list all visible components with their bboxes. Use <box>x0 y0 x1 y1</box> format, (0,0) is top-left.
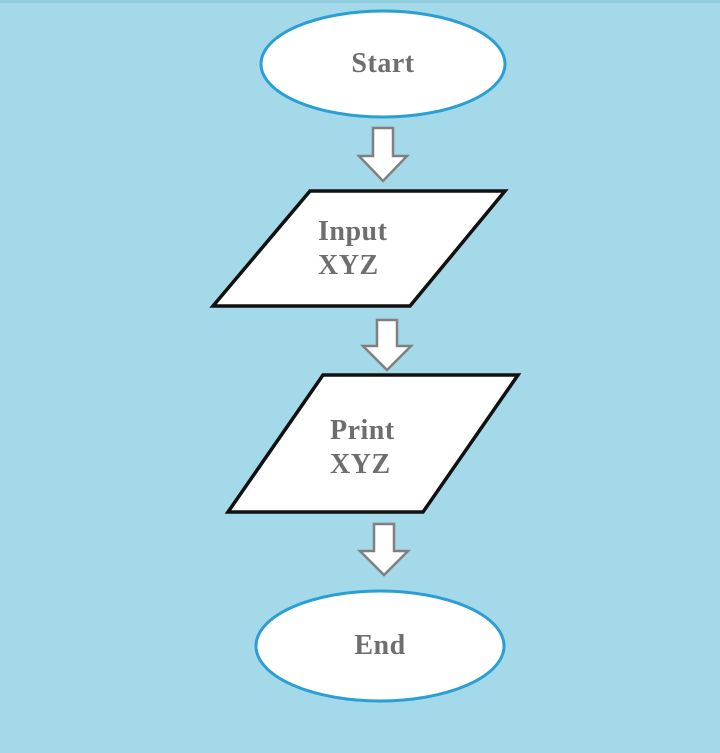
top-edge-strip <box>0 0 720 3</box>
arrow-down-icon <box>359 318 415 372</box>
start-node-label: Start <box>351 48 415 79</box>
input-parallelogram-shape <box>209 189 509 308</box>
print-node-label: Print XYZ <box>330 415 395 480</box>
start-terminator-shape <box>259 9 507 119</box>
arrow-down-icon <box>356 126 410 183</box>
print-parallelogram-shape <box>224 373 522 514</box>
end-terminator-shape <box>254 589 506 703</box>
input-node-label: Input XYZ <box>318 216 388 281</box>
end-node-label: End <box>354 630 406 661</box>
arrow-down-icon <box>356 522 412 577</box>
